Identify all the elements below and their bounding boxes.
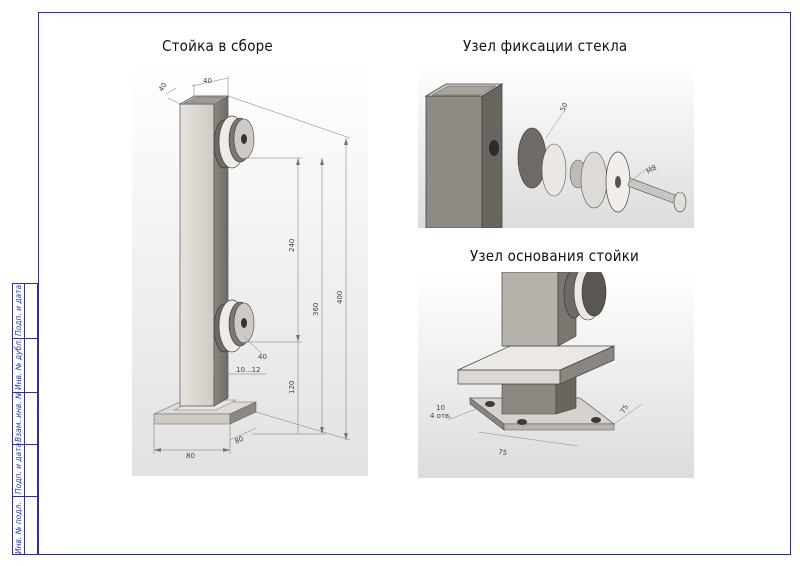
side-stamp: Подп. и дата Инв. № дубл. Взам. инв. № П… [12,283,39,555]
dim-base-depth: 75 [619,403,630,415]
dim-400: 400 [336,291,344,304]
dim-base-width: 75 [498,448,508,457]
lower-clamp [213,299,255,353]
dim-holes-count: 4 отв. [430,412,451,420]
dim-360: 360 [312,303,320,316]
upper-clamp [213,115,255,169]
sheet-frame [38,12,791,555]
dim-washer-diameter: 50 [559,101,570,112]
dim-diameter: 40 [258,353,267,361]
dim-gap: 10...12 [236,366,261,374]
glass-node-drawing: 50 M8 [418,62,694,228]
stamp-divider [13,392,39,393]
assembly-view-title: Стойка в сборе [162,37,273,55]
dim-base-depth: 80 [233,435,244,446]
stamp-cell-sign-date-2: Подп. и дата [14,442,23,494]
stamp-label-column [13,284,25,554]
stamp-divider [13,338,39,339]
base-node-drawing: 10 4 отв. 75 75 [418,272,694,478]
dim-hole: 10 [436,404,445,412]
assembly-drawing: 40 40 240 360 400 120 10...12 40 80 80 [132,62,368,476]
dim-120: 120 [288,381,296,394]
stamp-cell-sign-date: Подп. и дата [14,284,23,336]
glass-node-view: 50 M8 [418,62,694,228]
stamp-divider [13,496,39,497]
dim-240: 240 [288,239,296,252]
base-node-view-title: Узел основания стойки [470,247,640,265]
base-node-view: 10 4 отв. 75 75 [418,272,694,478]
glass-node-view-title: Узел фиксации стекла [463,37,628,55]
stamp-cell-orig-inv: Инв. № подл. [14,502,23,554]
dim-top-b: 40 [157,81,169,93]
stamp-cell-dup-inv: Инв. № дубл. [14,338,23,390]
stamp-divider [13,444,39,445]
assembly-view: 40 40 240 360 400 120 10...12 40 80 80 [132,62,368,476]
stamp-cell-replace-inv: Взам. инв. № [14,391,23,442]
dim-base-width: 80 [186,452,195,460]
dim-top-a: 40 [203,77,212,85]
